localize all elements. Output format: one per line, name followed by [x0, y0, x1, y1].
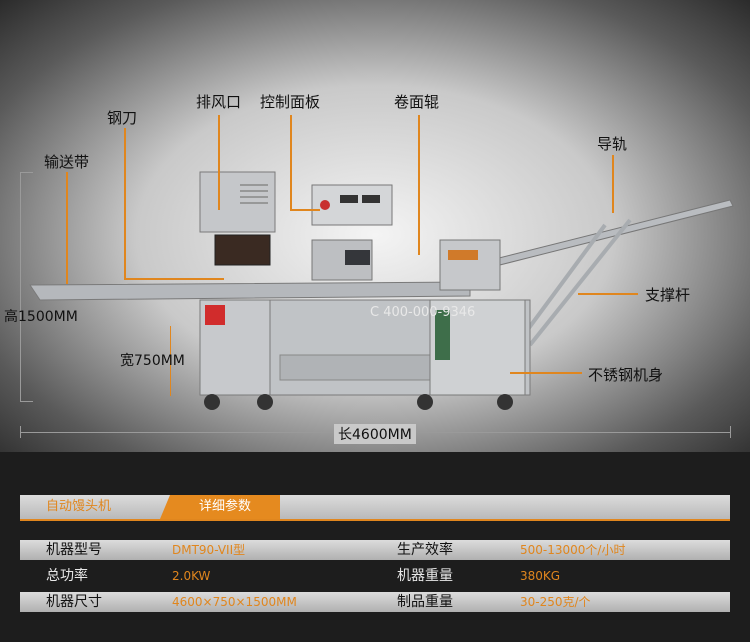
spec-value: 500-13000个/小时	[520, 543, 626, 557]
spec-key: 机器型号	[46, 542, 102, 558]
height-dimension-line	[20, 172, 33, 402]
label-control-panel: 控制面板	[260, 93, 321, 111]
label-length: 长4600MM	[334, 424, 416, 444]
leader-control	[290, 115, 292, 210]
leader-blade-h	[124, 278, 224, 280]
leader-support	[578, 293, 638, 295]
leader-control-h	[290, 209, 320, 211]
spec-key: 机器尺寸	[46, 594, 102, 610]
label-support-rod: 支撑杆	[645, 286, 691, 304]
label-blade: 钢刀	[107, 109, 138, 127]
watermark: C 400-000-9346	[370, 305, 476, 320]
spec-key: 制品重量	[397, 594, 453, 610]
label-exhaust: 排风口	[196, 93, 242, 111]
label-width: 宽750MM	[120, 353, 185, 369]
spec-row: 总功率 2.0KW 机器重量 380KG	[20, 566, 730, 586]
guide-rail-shape	[482, 199, 734, 269]
leader-roller	[418, 115, 420, 255]
spec-row: 机器型号 DMT90-VII型 生产效率 500-13000个/小时	[20, 540, 730, 560]
roller-shape	[439, 239, 501, 291]
leader-exhaust	[218, 115, 220, 210]
label-conveyor: 输送带	[44, 153, 90, 171]
exhaust-box-shape	[199, 171, 276, 233]
spec-value: 30-250克/个	[520, 595, 591, 609]
label-height: 高1500MM	[4, 309, 78, 325]
spec-value: 4600×750×1500MM	[172, 595, 297, 609]
spec-row: 机器尺寸 4600×750×1500MM 制品重量 30-250克/个	[20, 592, 730, 612]
tab-details[interactable]: 详细参数	[160, 495, 280, 519]
leader-conveyor	[66, 172, 68, 284]
spec-key: 总功率	[46, 568, 88, 584]
machine-illustration	[29, 171, 734, 410]
width-dimension-line	[170, 326, 171, 396]
leader-body	[510, 372, 582, 374]
leader-blade	[124, 128, 126, 278]
leader-rail	[612, 155, 614, 213]
tab-product[interactable]: 自动馒头机	[46, 499, 112, 514]
label-stainless-body: 不锈钢机身	[588, 366, 664, 384]
spec-key: 机器重量	[397, 568, 453, 584]
spec-key: 生产效率	[397, 542, 453, 558]
spec-value: DMT90-VII型	[172, 543, 246, 557]
spec-value: 380KG	[520, 569, 561, 583]
tab-bar: 自动馒头机 详细参数	[20, 495, 730, 521]
label-roller: 卷面辊	[394, 93, 440, 111]
label-guide-rail: 导轨	[597, 135, 628, 153]
conveyor-belt-shape	[29, 281, 471, 301]
spec-value: 2.0KW	[172, 569, 211, 583]
